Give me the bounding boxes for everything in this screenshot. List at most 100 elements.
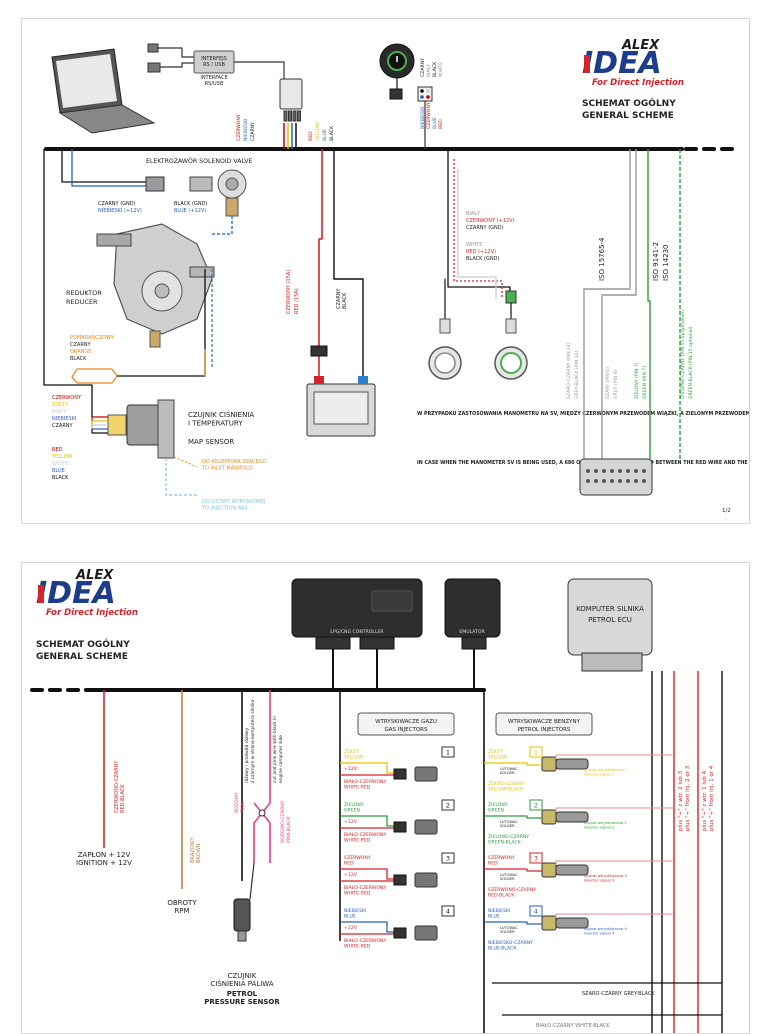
petrol-injector-number: 3 [534,855,538,863]
obd-pin [594,469,598,473]
solenoid-title: ELEKTROZAWÓR SOLENOID VALVE [146,156,252,165]
petrol-injector-number-box [529,852,543,864]
controller-plug [315,636,351,650]
obd-connector-icon [579,458,653,496]
mano-wire-label: RED (+12V) [466,249,496,255]
controller-label-plate [371,590,413,612]
obd-pin-label: GREY-BLACK (PIN 14) [574,350,580,399]
map-wire-label-pl: NIEBIESKI [52,416,76,422]
reducer-wire-label: BLACK [70,356,87,362]
switch-color-2: RED [438,119,444,129]
bottom-grey-label: SZARO-CZARNY GREY-BLACK [582,991,655,997]
reducer-label-pl: REDUKTOR [66,289,102,297]
brand-alex-text: ALEX [621,38,660,53]
petrol-signal-wire [484,815,542,819]
ecu-label-en: PETROL ECU [588,616,632,624]
gas-signal-wire [340,762,394,774]
petrol-row-color-en: GREEN [488,808,504,814]
controller-label: LPG/CNG CONTROLLER [330,629,384,635]
obd-pin [586,469,590,473]
map-wire-label-en: BLACK [52,475,69,481]
petrol-plus-wire [555,754,674,759]
petrol-injector-icon [555,811,589,823]
plus-note: plus "+" from inj. 1 or 4 [709,765,715,831]
obd-pin [610,469,614,473]
gas-injector-number: 3 [446,855,450,863]
map-wire [91,429,108,434]
ecu-label-pl: KOMPUTER SILNIKA [576,605,644,613]
gas-injector-icon [414,872,438,888]
switch-plug-icon [389,88,403,100]
temp-sensor-loop [71,368,118,384]
gas-injector-icon [414,766,438,782]
pink-wire [253,802,263,863]
obd-pin-label: GREY (PIN 6) [613,369,619,399]
interface-cable [234,61,285,79]
reducer-wire-label: ORANGE [70,349,91,355]
pink-black-wire-label: RÓŻOWO-CZARNYPINK-BLACK [279,800,292,843]
petrol-signal-wire [484,921,542,925]
battery-label-area [313,391,369,425]
petrol-injector-number: 2 [534,802,538,810]
obd-pin-label: SZARY (PIN 6) [605,367,611,399]
gas-injectors-title-en: GAS INJECTORS [385,727,428,733]
map-wire-label-pl: ŻÓŁTY [52,401,69,408]
petrol-injector-number-box [529,905,543,917]
map-sensor-label-en: MAP SENSOR [188,438,234,446]
brand-alex-text: ALEX [75,568,114,583]
pink-black-wire [261,690,271,863]
solenoid-wire-label: CZARNY (GND) [98,201,136,207]
switch-color-2: CZERWONY [426,102,432,129]
solenoid-plug-icon [189,176,213,192]
manometer-green-dial [500,352,522,374]
petrol-injector-plug-icon [541,862,557,878]
connector-color-en: YELLOW [315,122,321,142]
map-wire [91,424,108,429]
obd-pin [586,479,590,483]
gas-hose [212,216,233,235]
solenoid-black-wire [61,149,146,183]
solenoid-connector [145,176,165,192]
gas-injector-icon [414,819,438,835]
obd-pin [602,469,606,473]
pink-note-pl: różowy i przewód różowyz czarnym w stron… [243,699,256,783]
gas-injector-plug-icon [393,927,407,939]
reducer-center [154,283,170,299]
map-wire-label-pl: CZARNY [52,423,74,429]
gas-injector-number-box [441,799,455,811]
plus-note: plus "+" z wtr. 2 lub 3 [678,770,684,831]
switch-color-2: BLUE [432,117,438,129]
serial-cable [160,62,194,68]
schema-title-pl-2: SCHEMAT OGÓLNY [36,638,130,650]
mano-plug-icon [505,290,517,304]
petrol-injector-number: 1 [534,749,538,757]
page-number: 1/2 [722,508,731,514]
mano-wire-label: CZARNY (GND) [466,225,504,231]
obd-pin [626,469,630,473]
battery-black-wire [333,149,364,376]
obd-pin-label: GREEN (PIN 7) [642,366,648,399]
reducer-outlet [189,266,215,278]
map-sensor-plug [107,414,127,436]
petrol-plus-wire [555,860,674,865]
mano-wire-label: BIAŁY [466,211,481,217]
switch-color: WHITE [438,62,444,77]
usb-plug-icon [147,43,159,53]
emulator-label: EMULATOR [459,629,485,635]
obd-pin [618,469,622,473]
reducer-wire-label: POMARAŃCZOWY [70,334,115,341]
laptop-keyboard-icon [58,104,156,134]
battery-plus-terminal [314,376,324,384]
battery-black-label: CZARNYBLACK [336,287,348,309]
battery-red-wire [318,149,323,376]
gas-row-voltage: +12V [344,766,358,772]
